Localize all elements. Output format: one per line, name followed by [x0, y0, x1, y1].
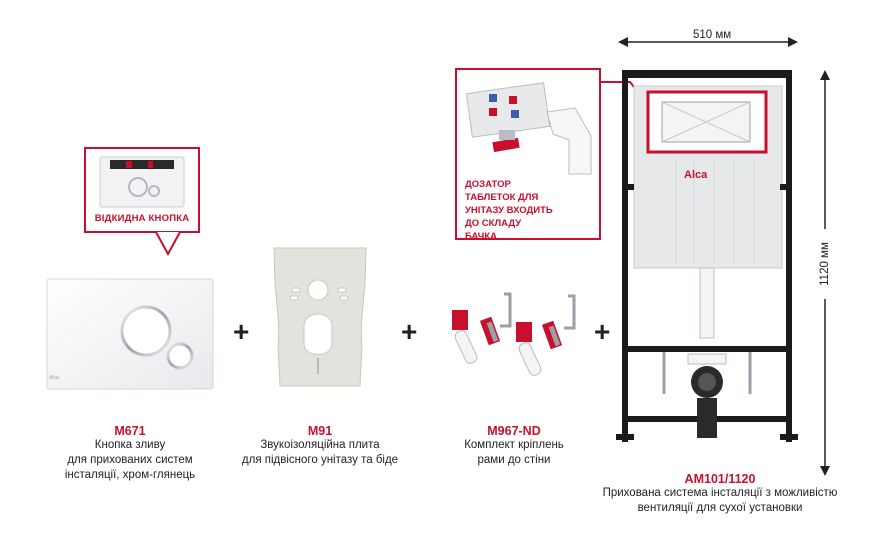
- product-desc-line: вентиляції для сухої установки: [637, 502, 803, 514]
- tank-brand-logo: Alca: [684, 169, 707, 181]
- product-caption-m91: M91 Звукоізоляційна плита для підвісного…: [230, 424, 410, 468]
- button-callout-label: ВІДКИДНА КНОПКА: [94, 213, 190, 224]
- width-dimension-arrow: [618, 37, 798, 47]
- insulation-plate-image: [273, 247, 367, 387]
- product-code: AM101/1120: [684, 472, 756, 486]
- button-callout: ВІДКИДНА КНОПКА: [84, 147, 200, 233]
- flush-plate-image: [46, 278, 214, 390]
- product-caption-m671: M671 Кнопка зливу для прихованих систем …: [50, 424, 210, 483]
- dosator-callout-image: [465, 82, 592, 175]
- product-desc-line: Кнопка зливу: [94, 439, 166, 451]
- dosator-line: ТАБЛЕТОК ДЛЯ: [465, 192, 539, 203]
- product-desc-line: Звукоізоляційна плита: [260, 439, 380, 451]
- product-code: M91: [307, 424, 333, 438]
- product-code: M967-ND: [487, 424, 541, 438]
- product-desc-line: Прихована система інсталяції з можливіст…: [602, 487, 838, 499]
- product-desc-line: для підвісного унітазу та біде: [241, 454, 399, 466]
- plate-brand: Alca: [49, 375, 59, 381]
- dosator-callout: ДОЗАТОР ТАБЛЕТОК ДЛЯ УНІТАЗУ ВХОДИТЬ ДО …: [455, 68, 601, 243]
- product-desc-line: інсталяції, хром-глянець: [64, 469, 196, 481]
- product-desc-line: Комплект кріплень: [464, 439, 564, 451]
- dosator-text: ДОЗАТОР ТАБЛЕТОК ДЛЯ УНІТАЗУ ВХОДИТЬ ДО …: [465, 178, 553, 243]
- mounting-kit-image: [452, 292, 576, 376]
- plus-sign-3: +: [594, 316, 611, 347]
- height-dimension-label: 1120 мм: [819, 229, 831, 299]
- product-desc-line: для прихованих систем: [67, 454, 193, 466]
- width-dimension-label: 510 мм: [690, 29, 735, 41]
- button-callout-image: [99, 156, 185, 208]
- plus-sign-2: +: [401, 316, 418, 347]
- product-desc-line: рами до стіни: [477, 454, 551, 466]
- tank-brand: Alca: [684, 169, 708, 181]
- product-code: M671: [114, 424, 146, 438]
- product-caption-m967nd: M967-ND Комплект кріплень рами до стіни: [444, 424, 584, 468]
- dosator-line: БАЧКА: [465, 231, 497, 242]
- dosator-line: ДОЗАТОР: [465, 179, 511, 190]
- plus-sign-1: +: [233, 316, 250, 347]
- dosator-line: УНІТАЗУ ВХОДИТЬ: [465, 205, 553, 216]
- installation-frame-image: [616, 70, 798, 442]
- callout-pointer: [155, 232, 181, 257]
- product-caption-am101: AM101/1120 Прихована система інсталяції …: [590, 472, 850, 516]
- dosator-line: ДО СКЛАДУ: [465, 218, 522, 229]
